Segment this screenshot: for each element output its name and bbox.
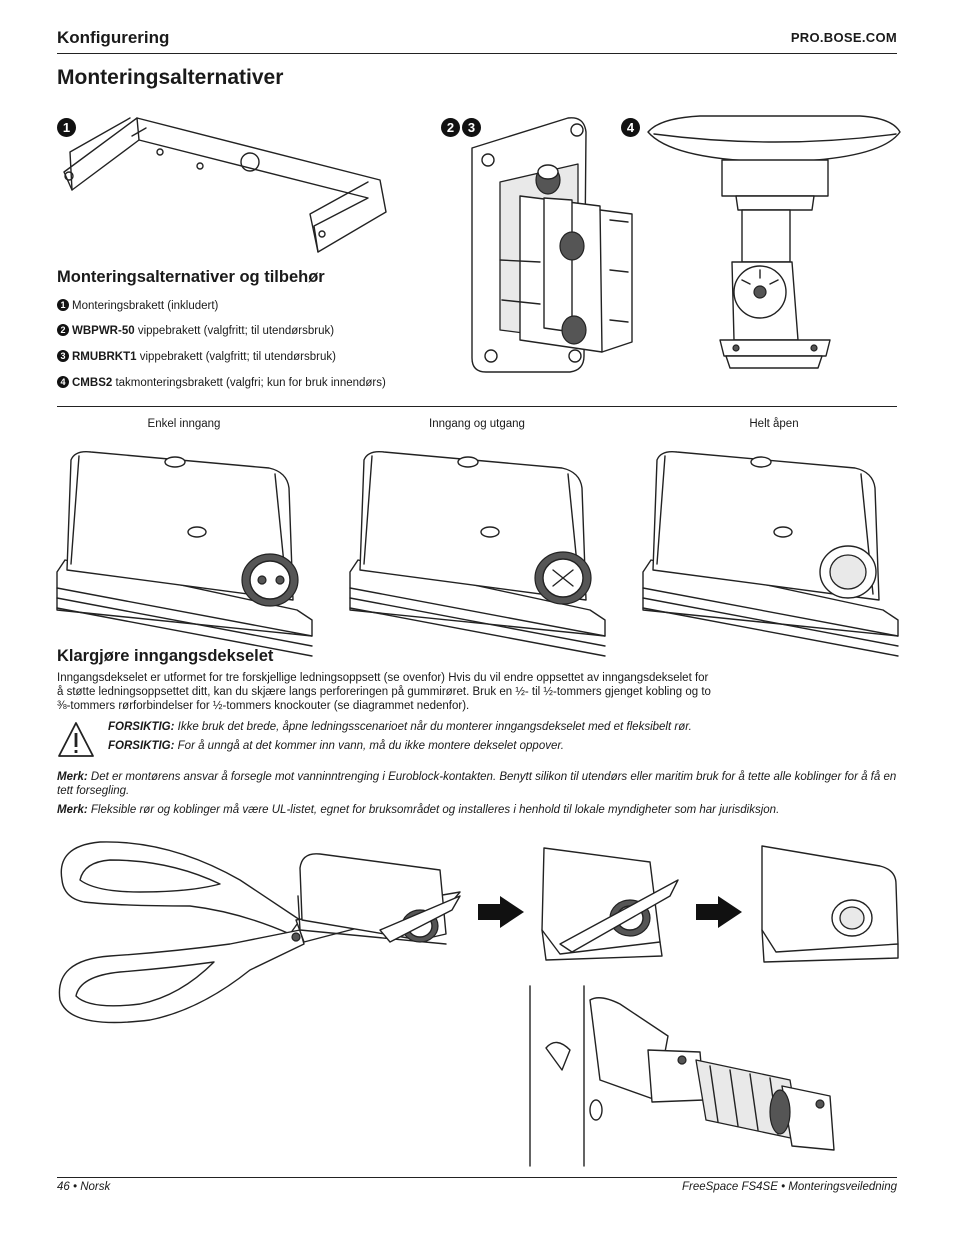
figure-badge-3: 3 xyxy=(462,118,481,137)
note-text: Fleksible rør og koblinger må være UL-li… xyxy=(87,804,780,816)
caution-label: FORSIKTIG: xyxy=(108,740,175,752)
section-rule xyxy=(57,406,897,407)
section-title: Konfigurering xyxy=(57,28,170,47)
ceiling-bracket-illustration xyxy=(647,115,901,369)
cutting-steps-illustration xyxy=(58,841,899,1167)
accessories-heading: Monteringsalternativer og tilbehør xyxy=(57,268,325,286)
prep-body-line-2: å støtte ledningsoppsettet ditt, kan du … xyxy=(57,686,711,698)
warning-triangle-icon xyxy=(58,722,94,757)
item-number-badge: 1 xyxy=(57,299,69,311)
arrow-right-icon xyxy=(696,896,742,928)
caution-text: For å unngå at det kommer inn vann, må d… xyxy=(174,740,564,752)
item-text: vippebrakett (valgfritt; til utendørsbru… xyxy=(137,325,335,337)
note-label: Merk: xyxy=(57,771,88,783)
item-text: vippebrakett (valgfritt; til utendørsbru… xyxy=(139,351,336,363)
caption-entry-exit: Inngang og utgang xyxy=(429,418,525,430)
note-text: Det er montørens ansvar å forsegle mot v… xyxy=(57,771,897,797)
caution-text: Ikke bruk det brede, åpne ledningsscenar… xyxy=(174,721,692,733)
prep-body: Inngangsdekselet er utformet for tre for… xyxy=(57,671,897,713)
note-1: Merk: Det er montørens ansvar å forsegle… xyxy=(57,771,897,798)
caution-1: FORSIKTIG: Ikke bruk det brede, åpne led… xyxy=(108,721,898,733)
caution-2: FORSIKTIG: For å unngå at det kommer inn… xyxy=(108,740,898,752)
figure-badge-4: 4 xyxy=(621,118,640,137)
product-code: RMUBRKT1 xyxy=(72,351,137,363)
caption-single-entry: Enkel inngang xyxy=(147,418,221,430)
item-number-badge: 4 xyxy=(57,376,69,388)
product-code: CMBS2 xyxy=(72,377,113,389)
site-url: PRO.BOSE.COM xyxy=(790,30,897,45)
item-number-badge: 2 xyxy=(57,324,69,336)
caption-fully-open: Helt åpen xyxy=(749,418,799,430)
item-number-badge: 3 xyxy=(57,350,69,362)
arrow-right-icon xyxy=(478,896,524,928)
note-label: Merk: xyxy=(57,804,88,816)
footer-document-title: FreeSpace FS4SE • Monteringsveiledning xyxy=(682,1181,897,1193)
product-code: WBPWR-50 xyxy=(72,325,135,337)
figure-badge-1: 1 xyxy=(57,118,76,137)
footer-rule xyxy=(57,1177,897,1178)
figure-badge-2: 2 xyxy=(441,118,460,137)
mounting-bracket-illustration xyxy=(63,117,387,253)
prep-heading: Klargjøre inngangsdekselet xyxy=(57,647,274,665)
entry-cover-illustrations xyxy=(56,450,899,657)
tilt-bracket-illustration xyxy=(471,117,633,373)
item-text: Monteringsbrakett (inkludert) xyxy=(72,300,219,312)
caution-label: FORSIKTIG: xyxy=(108,721,175,733)
page-title: Monteringsalternativer xyxy=(57,66,284,89)
prep-body-line-3: ⅜-tommers rørforbindelser for ½-tommers … xyxy=(57,700,470,712)
item-text: takmonteringsbrakett (valgfri; kun for b… xyxy=(115,377,386,389)
footer-page-number: 46 • Norsk xyxy=(57,1181,111,1193)
header-rule xyxy=(57,53,897,54)
note-2: Merk: Fleksible rør og koblinger må være… xyxy=(57,804,897,818)
prep-body-line-1: Inngangsdekselet er utformet for tre for… xyxy=(57,672,709,684)
